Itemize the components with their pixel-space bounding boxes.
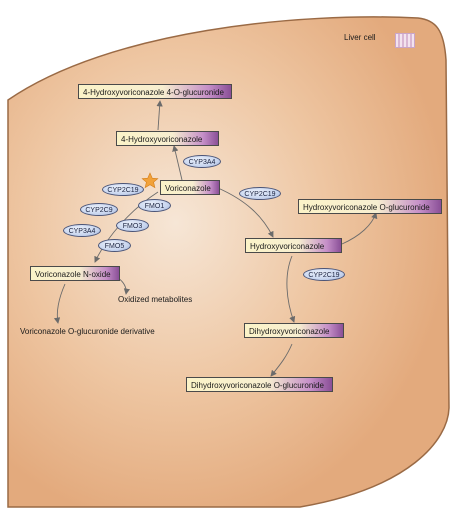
cell-label: Liver cell bbox=[344, 33, 376, 42]
compound-hydroxyvoriconazole: Hydroxyvoriconazole bbox=[245, 238, 342, 253]
compound-hydroxy-glucuronide: Hydroxyvoriconazole O-glucuronide bbox=[298, 199, 442, 214]
compound-dihydroxyvoriconazole: Dihydroxyvoriconazole bbox=[244, 323, 344, 338]
enzyme-fmo1: FMO1 bbox=[138, 199, 171, 212]
compound-voriconazole: Voriconazole bbox=[160, 180, 220, 195]
arrow-n-oxide-to-o-glucuronide bbox=[53, 283, 66, 324]
enzyme-cyp2c19-lower: CYP2C19 bbox=[303, 268, 345, 281]
enzyme-cyp2c9: CYP2C9 bbox=[80, 203, 118, 216]
enzyme-cyp2c19-left: CYP2C19 bbox=[102, 183, 144, 196]
compound-4-hydroxyvoriconazole: 4-Hydroxyvoriconazole bbox=[116, 131, 219, 146]
arrow-hydroxy-to-glucuronide bbox=[341, 212, 378, 245]
compound-voriconazole-n-oxide: Voriconazole N-oxide bbox=[30, 266, 120, 281]
arrow-voriconazole-to-hydroxy bbox=[217, 187, 274, 238]
label-o-glucuronide-derivative: Voriconazole O-glucuronide derivative bbox=[20, 327, 155, 336]
enzyme-fmo3: FMO3 bbox=[116, 219, 149, 232]
enzyme-cyp3a4-top: CYP3A4 bbox=[183, 155, 221, 168]
compound-dihydroxy-glucuronide: Dihydroxyvoriconazole O-glucuronide bbox=[186, 377, 333, 392]
arrow-dihydroxy-to-glucuronide bbox=[270, 343, 293, 377]
arrow-4oh-to-4oh-glucuronide bbox=[156, 100, 163, 131]
star-icon bbox=[141, 172, 159, 189]
label-oxidized-metabolites: Oxidized metabolites bbox=[118, 295, 193, 304]
arrow-hydroxy-to-dihydroxy bbox=[286, 255, 296, 323]
enzyme-cyp3a4-left: CYP3A4 bbox=[63, 224, 101, 237]
liver-cell-icon bbox=[395, 33, 415, 48]
enzyme-cyp2c19-right: CYP2C19 bbox=[239, 187, 281, 200]
compound-4oh-glucuronide: 4-Hydroxyvoriconazole 4-O-glucuronide bbox=[78, 84, 232, 99]
enzyme-fmo5: FMO5 bbox=[98, 239, 131, 252]
arrow-voriconazole-to-4oh bbox=[172, 145, 183, 181]
